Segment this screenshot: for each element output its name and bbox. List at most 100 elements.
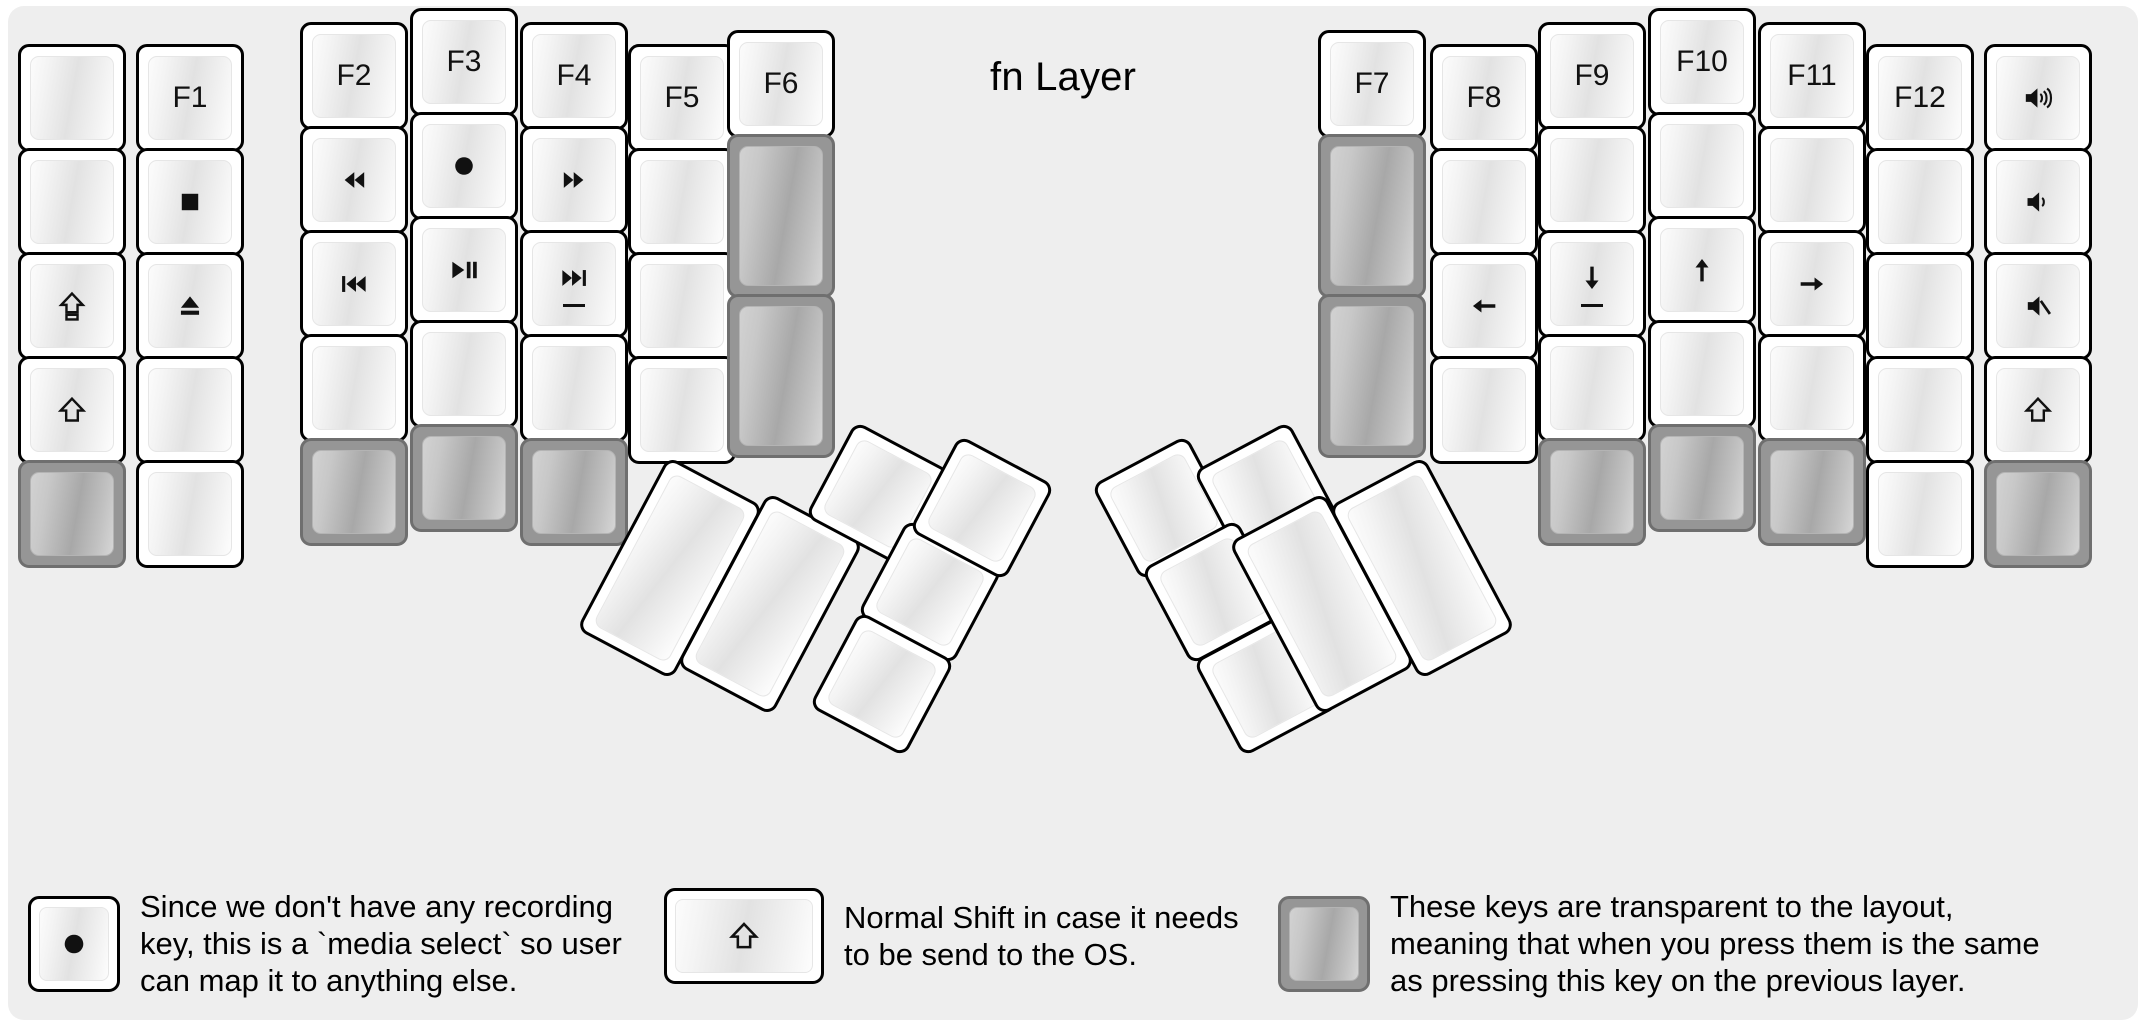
left-inner-extra-key-2[interactable] [727,134,835,298]
keycap-surface [312,450,396,534]
right-pinky-outer-key-2[interactable] [1866,148,1974,256]
left-middle-key-3[interactable] [410,216,518,324]
legend-record-description: Since we don't have any recording key, t… [140,889,622,999]
right-outer-extra-key-2[interactable] [1984,148,2092,256]
right-pinky-key-2[interactable] [1758,126,1866,234]
left-pinky-outer-key-1[interactable] [18,44,126,152]
keycap-surface [640,160,724,244]
keycap-surface [1660,332,1744,416]
left-index-key-5[interactable] [520,438,628,546]
left-index-inner-key-4[interactable] [628,356,736,464]
media-record-icon [56,926,92,962]
left-middle-key-2[interactable] [410,112,518,220]
legend-shift-sample-key [664,888,824,984]
keycap-surface [532,346,616,430]
legend-transparent-sample-key [1278,895,1370,992]
left-middle-key-1[interactable]: F3 [410,8,518,116]
left-inner-extra-key-3[interactable] [727,294,835,458]
keycap-surface [640,56,724,140]
left-pinky-outer-key-5[interactable] [18,460,126,568]
right-ring-key-3[interactable] [1648,216,1756,324]
keycap-surface [1996,264,2080,348]
right-pinky-outer-key-4[interactable] [1866,356,1974,464]
keycap-surface [1442,56,1526,140]
right-index-key-1[interactable]: F8 [1430,44,1538,152]
left-index-key-3[interactable] [520,230,628,338]
right-pinky-key-3[interactable] [1758,230,1866,338]
left-ring-key-4[interactable] [300,334,408,442]
right-outer-extra-key-4[interactable] [1984,356,2092,464]
left-pinky-key-4[interactable] [136,356,244,464]
keycap-surface [1550,34,1634,118]
keycap-surface [1330,42,1414,126]
right-index-key-3[interactable] [1430,252,1538,360]
right-pinky-outer-key-3[interactable] [1866,252,1974,360]
left-pinky-key-1[interactable]: F1 [136,44,244,152]
right-index-inner-key-1[interactable]: F7 [1318,30,1426,138]
right-pinky-key-5[interactable] [1758,438,1866,546]
left-ring-key-2[interactable] [300,126,408,234]
keycap-surface [1550,450,1634,534]
keycap-surface [1878,368,1962,452]
right-index-key-2[interactable] [1430,148,1538,256]
left-index-inner-key-1[interactable]: F5 [628,44,736,152]
right-outer-extra-key-1[interactable] [1984,44,2092,152]
keycap-surface [422,332,506,416]
keycap-surface [1996,368,2080,452]
left-middle-key-5[interactable] [410,424,518,532]
keycap-surface [1770,242,1854,326]
left-pinky-outer-key-4[interactable] [18,356,126,464]
right-middle-key-4[interactable] [1538,334,1646,442]
keycap-surface [422,228,506,312]
right-ring-key-1[interactable]: F10 [1648,8,1756,116]
keycap-surface [1550,138,1634,222]
right-outer-extra-key-3[interactable] [1984,252,2092,360]
left-ring-key-1[interactable]: F2 [300,22,408,130]
left-ring-key-5[interactable] [300,438,408,546]
left-inner-extra-key-1[interactable]: F6 [727,30,835,138]
keycap-surface [422,124,506,208]
keycap-surface [422,20,506,104]
keycap-surface [312,242,396,326]
keycap-surface [640,368,724,452]
right-middle-key-2[interactable] [1538,126,1646,234]
right-outer-extra-key-5[interactable] [1984,460,2092,568]
left-pinky-key-5[interactable] [136,460,244,568]
left-pinky-outer-key-3[interactable] [18,252,126,360]
keycap-surface [1550,242,1634,326]
left-pinky-key-2[interactable] [136,148,244,256]
keycap-surface [739,306,823,446]
right-pinky-key-1[interactable]: F11 [1758,22,1866,130]
keycap-surface [1660,124,1744,208]
left-ring-key-3[interactable] [300,230,408,338]
left-pinky-outer-key-2[interactable] [18,148,126,256]
right-middle-key-1[interactable]: F9 [1538,22,1646,130]
right-pinky-outer-key-5[interactable] [1866,460,1974,568]
keycap-surface [30,368,114,452]
right-ring-key-5[interactable] [1648,424,1756,532]
left-index-inner-key-2[interactable] [628,148,736,256]
left-index-key-4[interactable] [520,334,628,442]
left-index-key-2[interactable] [520,126,628,234]
right-ring-key-2[interactable] [1648,112,1756,220]
left-middle-key-4[interactable] [410,320,518,428]
right-pinky-key-4[interactable] [1758,334,1866,442]
keycap-surface [312,34,396,118]
keycap-surface [675,899,813,973]
page-title: fn Layer [990,55,1137,99]
keycap-surface [739,146,823,286]
right-middle-key-5[interactable] [1538,438,1646,546]
right-pinky-outer-key-1[interactable]: F12 [1866,44,1974,152]
right-middle-key-3[interactable] [1538,230,1646,338]
left-pinky-key-3[interactable] [136,252,244,360]
keycap-surface [825,627,939,741]
keycap-surface [640,264,724,348]
legend-record-sample-key [28,895,120,992]
left-index-inner-key-3[interactable] [628,252,736,360]
right-ring-key-4[interactable] [1648,320,1756,428]
right-index-inner-key-2[interactable] [1318,134,1426,298]
right-index-inner-key-3[interactable] [1318,294,1426,458]
right-index-key-4[interactable] [1430,356,1538,464]
left-index-key-1[interactable]: F4 [520,22,628,130]
